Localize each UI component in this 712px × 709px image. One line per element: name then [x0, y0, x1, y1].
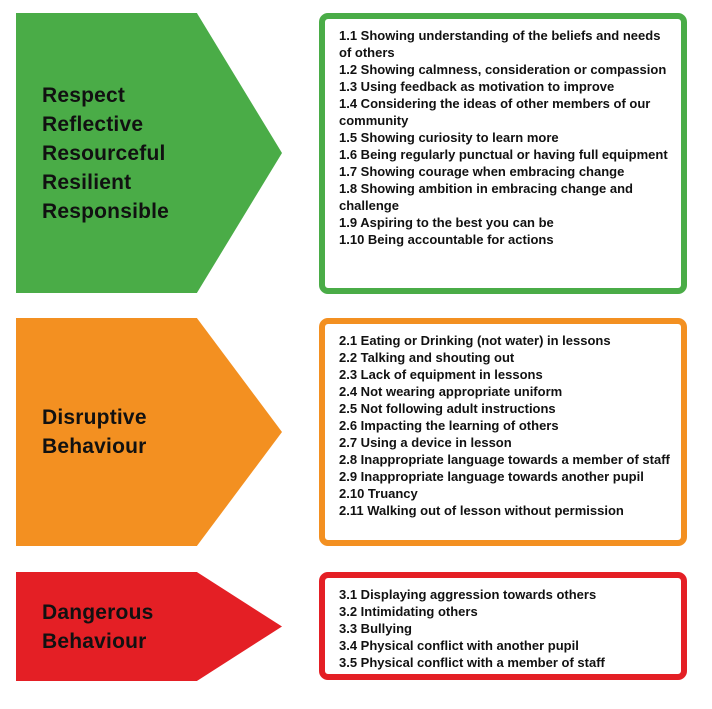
- list-item: 2.7 Using a device in lesson: [339, 435, 512, 450]
- list-item: 1.8 Showing ambition in embracing change…: [339, 181, 633, 213]
- arrow-line: Respect: [42, 83, 126, 107]
- list-item: 2.6 Impacting the learning of others: [339, 418, 559, 433]
- list-item: 1.7 Showing courage when embracing chang…: [339, 164, 625, 179]
- list-item: 1.1 Showing understanding of the beliefs…: [339, 28, 661, 60]
- arrow-line: Behaviour: [42, 435, 147, 458]
- list-item: 3.5 Physical conflict with a member of s…: [339, 655, 605, 670]
- arrow-line: Reflective: [42, 112, 144, 136]
- list-item: 3.1 Displaying aggression towards others: [339, 587, 597, 602]
- list-item: 2.8 Inappropriate language towards a mem…: [339, 452, 670, 467]
- list-item: 3.3 Bullying: [339, 621, 412, 636]
- arrow-line: Dangerous: [42, 600, 154, 624]
- arrow-line: Resilient: [42, 170, 132, 194]
- list-item: 1.10 Being accountable for actions: [339, 232, 554, 247]
- list-item: 1.6 Being regularly punctual or having f…: [339, 147, 668, 162]
- disruptive-list-panel: 2.1 Eating or Drinking (not water) in le…: [319, 318, 687, 546]
- list-item: 1.5 Showing curiosity to learn more: [339, 130, 559, 145]
- list-item: 1.2 Showing calmness, consideration or c…: [339, 62, 667, 77]
- arrow-line: Responsible: [42, 199, 170, 223]
- list-item: 2.4 Not wearing appropriate uniform: [339, 384, 563, 399]
- list-item: 1.9 Aspiring to the best you can be: [339, 215, 554, 230]
- dangerous-list-panel: 3.1 Displaying aggression towards others…: [319, 572, 687, 680]
- disruptive-behaviour-arrow: Disruptive Behaviour: [16, 318, 282, 546]
- list-item: 2.3 Lack of equipment in lessons: [339, 367, 543, 382]
- list-item: 2.9 Inappropriate language towards anoth…: [339, 469, 644, 484]
- list-item: 3.2 Intimidating others: [339, 604, 478, 619]
- arrow-line: Behaviour: [42, 629, 147, 653]
- list-item: 1.4 Considering the ideas of other membe…: [339, 96, 651, 128]
- respect-arrow: Respect Reflective Resourceful Resilient…: [16, 13, 282, 293]
- list-item: 2.10 Truancy: [339, 486, 418, 501]
- arrow-line: Disruptive: [42, 406, 147, 429]
- arrow-line: Resourceful: [42, 141, 166, 165]
- respect-list-panel: 1.1 Showing understanding of the beliefs…: [319, 13, 687, 294]
- dangerous-behaviour-arrow: Dangerous Behaviour: [16, 572, 282, 681]
- list-item: 2.11 Walking out of lesson without permi…: [339, 503, 624, 518]
- list-item: 2.2 Talking and shouting out: [339, 350, 515, 365]
- list-item: 2.5 Not following adult instructions: [339, 401, 556, 416]
- list-item: 1.3 Using feedback as motivation to impr…: [339, 79, 615, 94]
- list-item: 2.1 Eating or Drinking (not water) in le…: [339, 333, 611, 348]
- list-item: 3.4 Physical conflict with another pupil: [339, 638, 579, 653]
